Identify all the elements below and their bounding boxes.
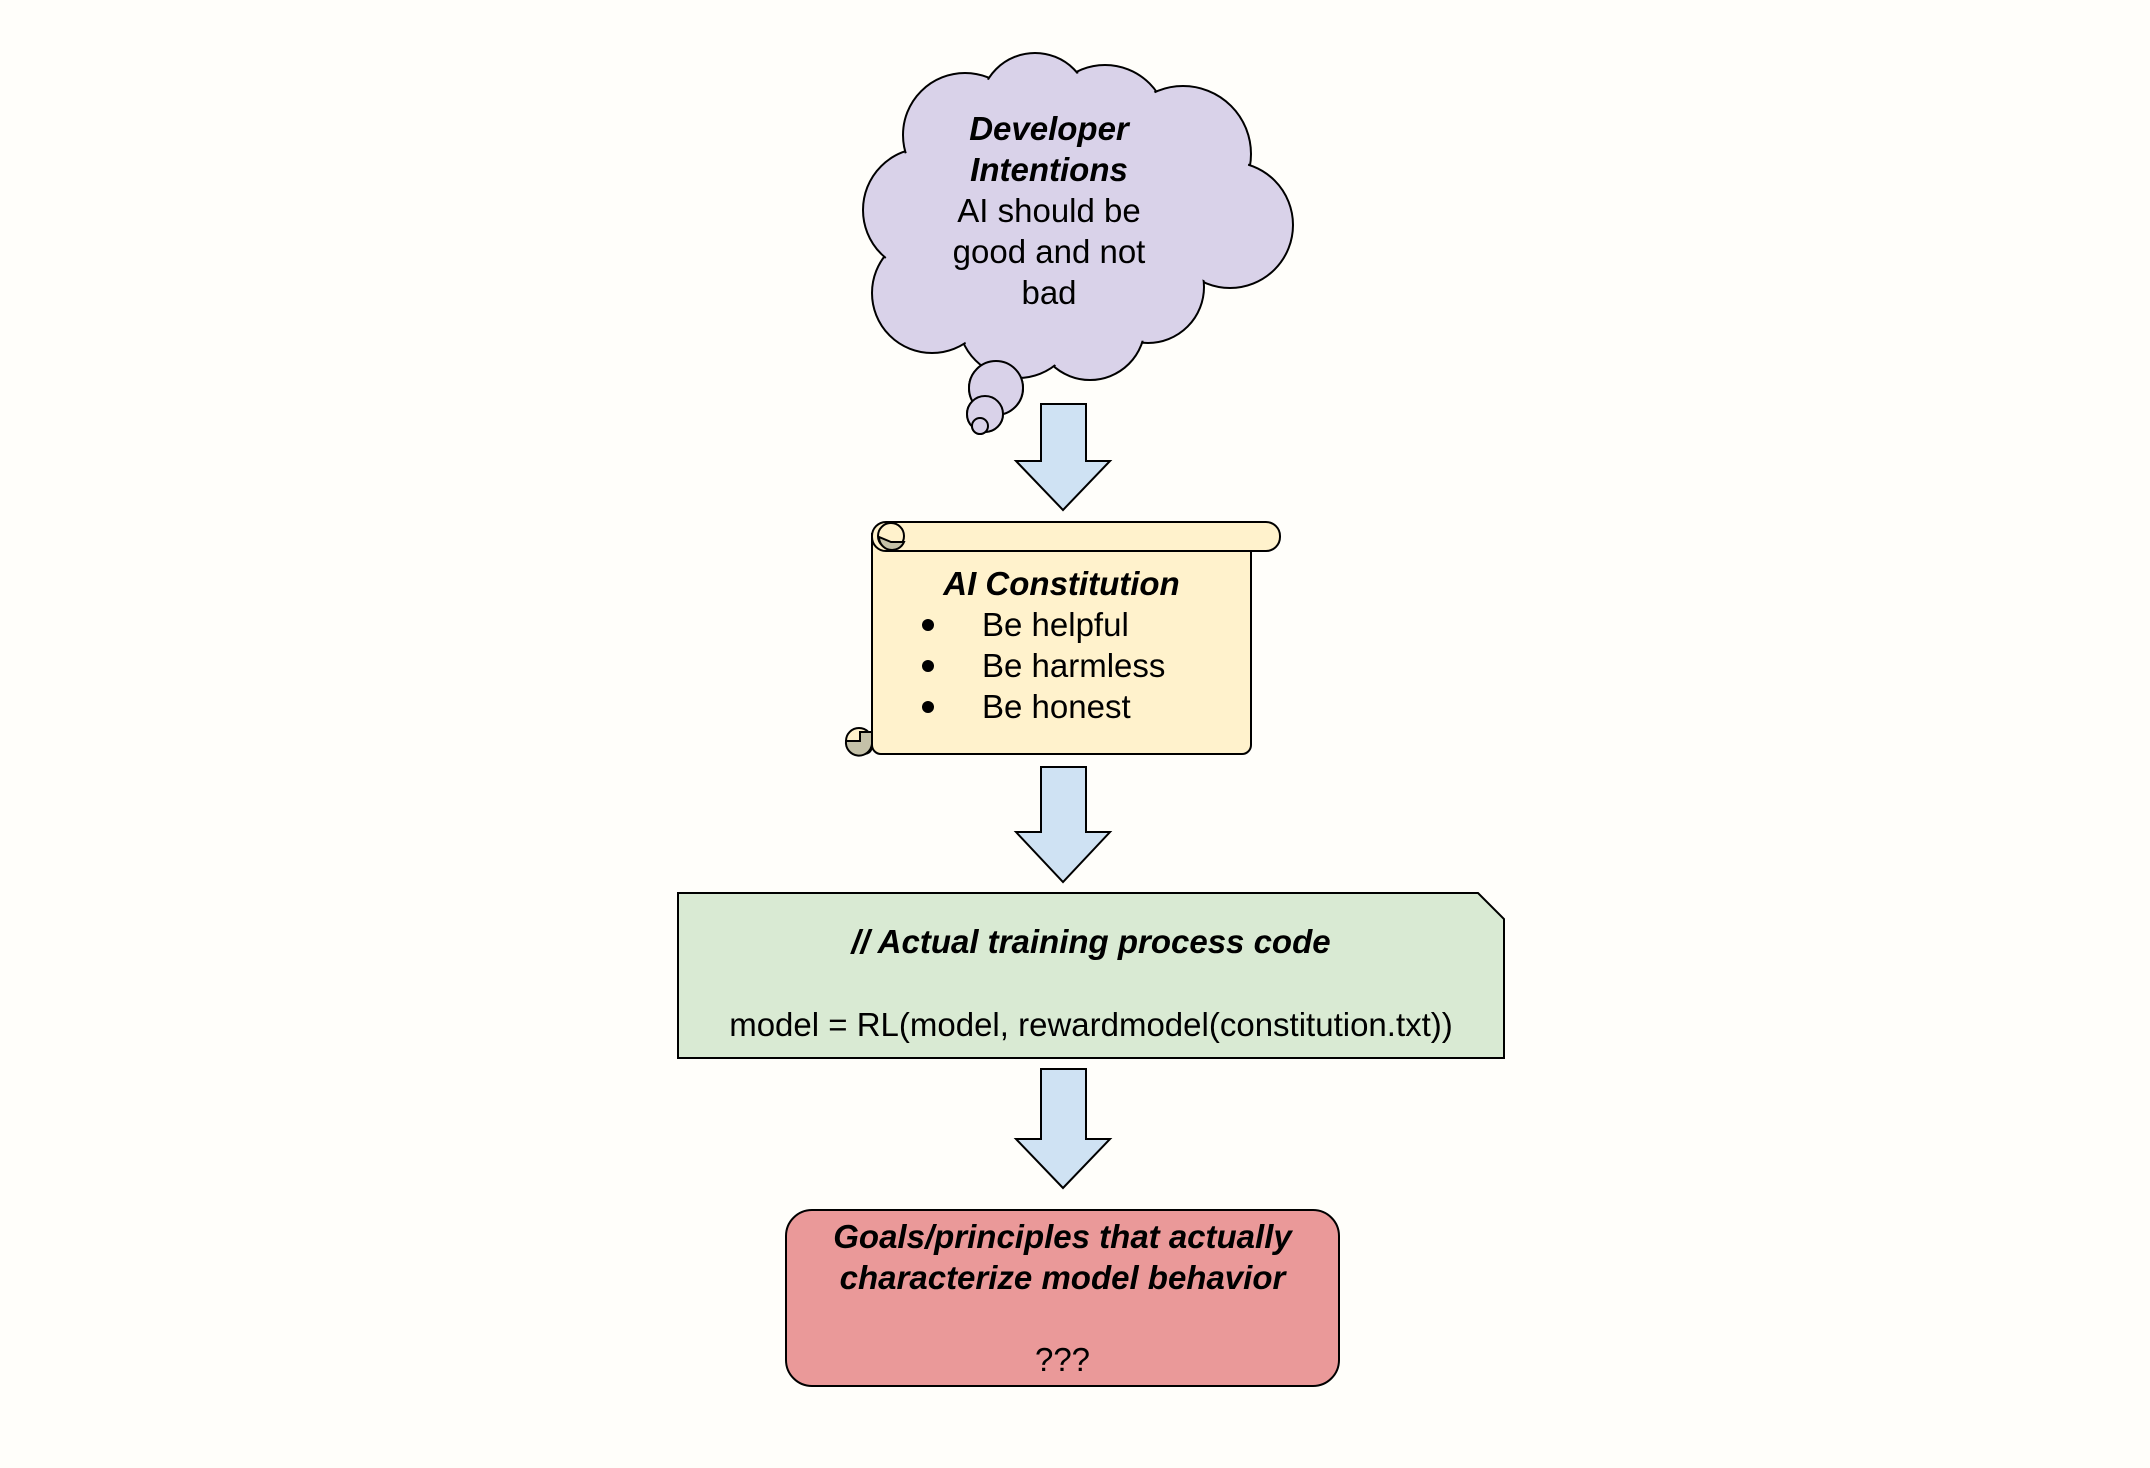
constitution-title: AI Constitution	[943, 565, 1180, 602]
result-body: ???	[1034, 1341, 1091, 1378]
result-box	[785, 1209, 1340, 1387]
code-comment: // Actual training process code	[851, 923, 1331, 960]
bullet-icon	[922, 619, 934, 631]
down-arrow-1	[1013, 403, 1113, 512]
thought-body-line3: bad	[1021, 274, 1077, 311]
constitution-title-wrap: AI Constitution	[872, 563, 1251, 604]
result-title-line1: Goals/principles that actually	[833, 1218, 1292, 1255]
down-arrow-2	[1013, 766, 1113, 884]
thought-body-line1: AI should be	[957, 192, 1141, 229]
constitution-item: Be harmless	[910, 645, 1165, 686]
result-title-line2: characterize model behavior	[839, 1259, 1286, 1296]
constitution-list: Be helpful Be harmless Be honest	[910, 604, 1165, 727]
constitution-item: Be helpful	[910, 604, 1165, 645]
down-arrow-3	[1013, 1068, 1113, 1190]
thought-text: Developer Intentions AI should be good a…	[908, 108, 1190, 313]
result-text: Goals/principles that actually character…	[786, 1216, 1339, 1380]
thought-title-line1: Developer	[969, 110, 1129, 147]
constitution-item: Be honest	[910, 686, 1165, 727]
code-box	[677, 892, 1505, 1059]
thought-cloud-fill	[865, 55, 1291, 378]
code-comment-wrap: // Actual training process code	[678, 921, 1504, 962]
constitution-scroll	[844, 521, 1281, 757]
code-line: model = RL(model, rewardmodel(constituti…	[729, 1006, 1453, 1043]
bullet-icon	[922, 701, 934, 713]
thought-cloud-bubbles	[966, 360, 1024, 435]
bullet-icon	[922, 660, 934, 672]
code-line-wrap: model = RL(model, rewardmodel(constituti…	[678, 1004, 1504, 1045]
thought-title-line2: Intentions	[970, 151, 1128, 188]
thought-body-line2: good and not	[952, 233, 1146, 270]
